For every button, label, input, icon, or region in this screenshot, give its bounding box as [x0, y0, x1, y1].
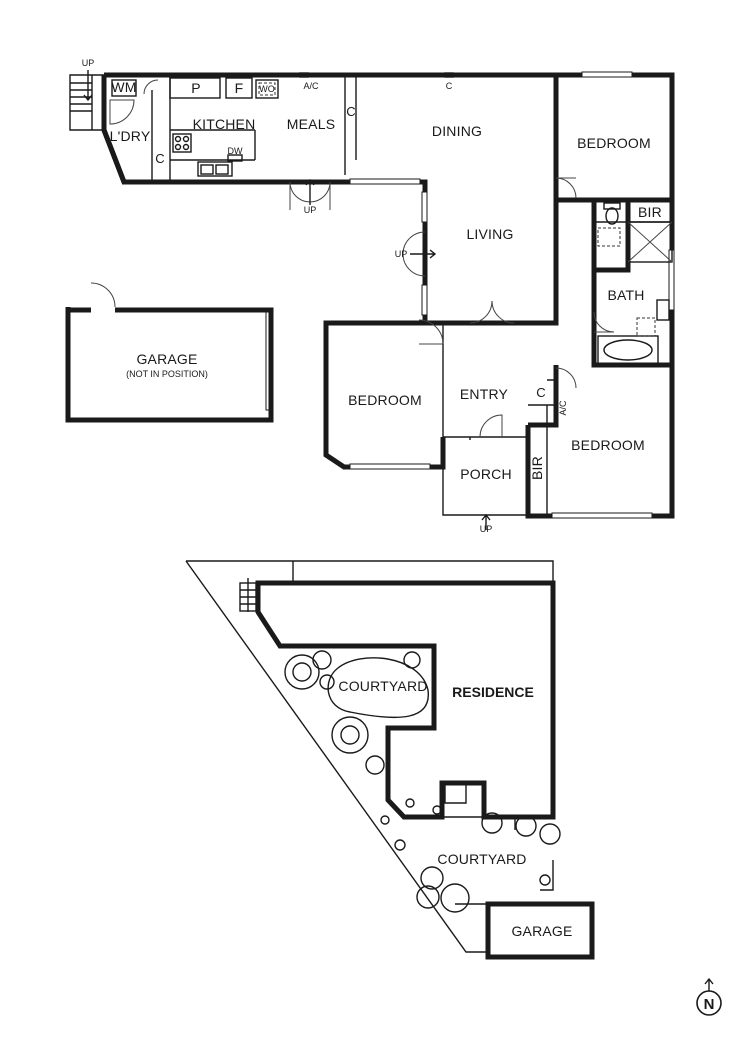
label-dishwasher: DW: [228, 146, 243, 156]
label-entry: ENTRY: [460, 386, 509, 402]
label-up-meals: UP: [304, 205, 317, 215]
label-porch: PORCH: [460, 466, 512, 482]
window-living-1: [421, 191, 428, 223]
floor-plan: WM P F WO A/C C L'DRY KITCHEN MEALS DW C…: [65, 58, 675, 534]
label-bedroom-2: BEDROOM: [348, 392, 422, 408]
garage-walls: [65, 307, 274, 423]
garden-plants: [284, 650, 561, 913]
courtyard-2-walls: [404, 782, 484, 818]
paving: [455, 817, 554, 905]
up-arrows: [305, 178, 491, 530]
label-kitchen: KITCHEN: [193, 116, 256, 132]
compass-letter: N: [704, 996, 715, 1013]
window-meals: [349, 178, 421, 185]
label-bedroom-1: BEDROOM: [577, 135, 651, 151]
window-living-2: [421, 284, 428, 316]
label-up-porch: UP: [480, 524, 493, 534]
window-top-2: [551, 512, 653, 519]
label-bir-1: BIR: [638, 204, 662, 220]
doors: [90, 79, 615, 438]
label-up-stairs: UP: [82, 58, 95, 68]
north-compass-icon: N: [696, 977, 722, 1016]
kitchen-fixtures: [111, 72, 454, 177]
label-courtyard-2: COURTYARD: [437, 851, 526, 867]
label-garage: GARAGE: [136, 351, 197, 367]
courtyard-1-shape: [327, 657, 429, 719]
label-dining: DINING: [432, 123, 482, 139]
label-wm: WM: [111, 79, 136, 95]
site-plan: COURTYARD RESIDENCE COURTYARD GARAGE: [185, 560, 595, 960]
label-living: LIVING: [466, 226, 513, 242]
entry-walls: [442, 323, 528, 516]
label-meals: MEALS: [287, 116, 335, 132]
label-bedroom-3: BEDROOM: [571, 437, 645, 453]
label-garage-note: (NOT IN POSITION): [126, 369, 208, 379]
window-bedroom-left: [349, 463, 431, 470]
label-ac-kitchen: A/C: [303, 81, 319, 91]
label-ac-entry: A/C: [558, 400, 568, 416]
label-courtyard-1: COURTYARD: [338, 678, 427, 694]
site-garage: [485, 901, 595, 960]
label-fridge: F: [235, 80, 244, 96]
label-site-garage: GARAGE: [511, 923, 572, 939]
label-cupboard-meals: C: [346, 104, 355, 119]
residence-outline: [255, 580, 556, 820]
label-up-living: UP: [395, 249, 408, 259]
label-bath: BATH: [607, 287, 644, 303]
label-cupboard-laundry: C: [155, 151, 164, 166]
site-stairs: [239, 578, 257, 612]
site-boundary: [185, 560, 554, 953]
label-wall-oven: WO: [259, 84, 275, 94]
label-laundry: L'DRY: [110, 128, 151, 144]
label-ac-dining: C: [446, 81, 453, 91]
label-pantry: P: [191, 80, 201, 96]
label-bir-2: BIR: [529, 456, 545, 480]
label-residence: RESIDENCE: [452, 684, 534, 700]
label-cupboard-entry: C: [536, 385, 545, 400]
right-wing-walls: [528, 75, 672, 428]
bath-fixtures: [597, 202, 673, 365]
window-top-1: [581, 71, 633, 78]
stairs-top-left: [69, 70, 105, 131]
